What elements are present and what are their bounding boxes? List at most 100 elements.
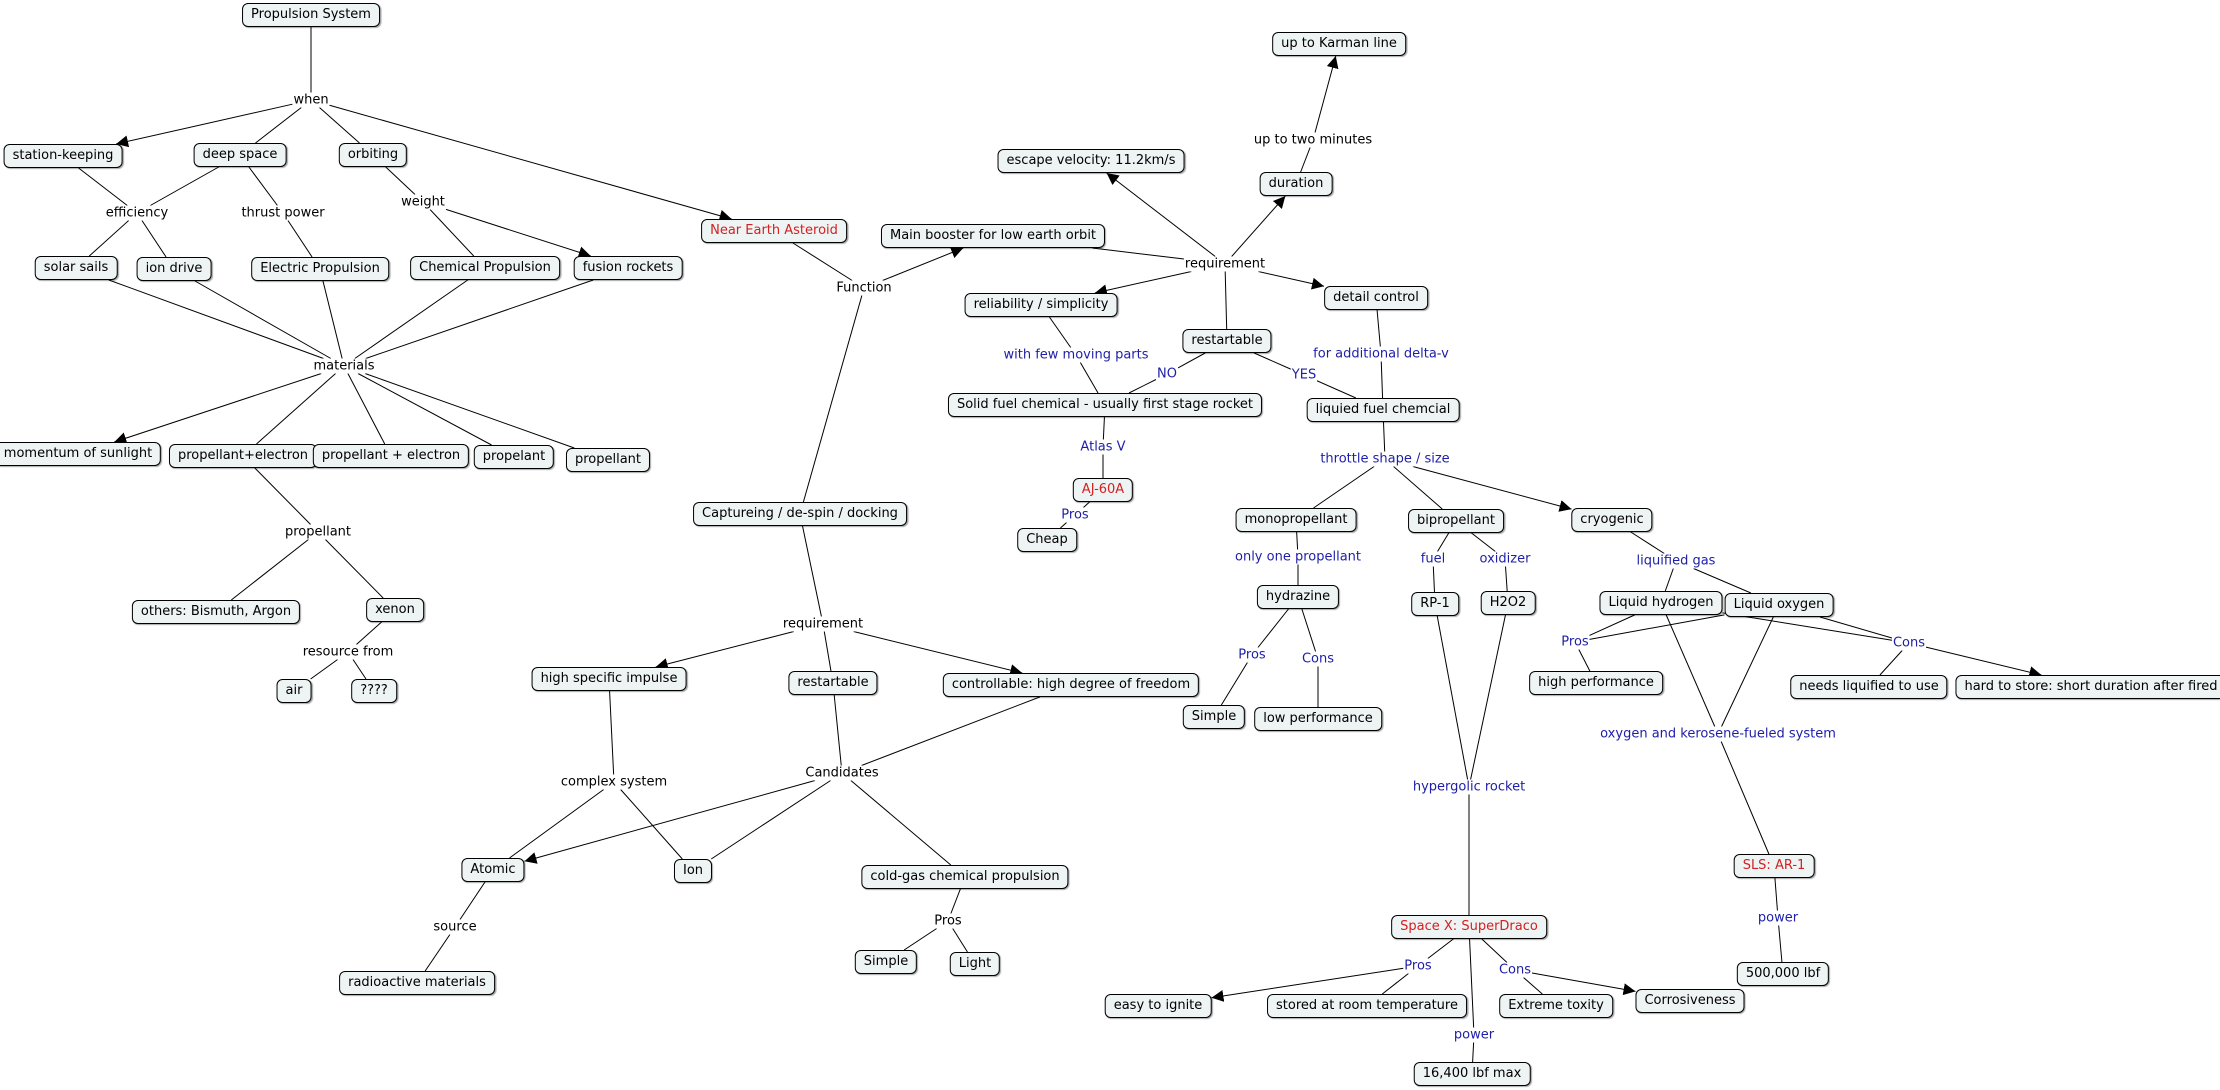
concept-stored-room-temp[interactable]: stored at room temperature — [1267, 994, 1467, 1018]
concept-needs-liquified[interactable]: needs liquified to use — [1790, 675, 1948, 699]
linking-phrase-pros-draco: Pros — [1403, 958, 1433, 974]
concept-momentum-of-sunlight[interactable]: momentum of sunlight — [0, 442, 162, 466]
connector-propellant-electron-1-to-propellant-link — [254, 467, 311, 525]
connector-liquid-hydrogen-to-cons-cryo — [1722, 612, 1893, 641]
connector-solid-fuel-to-atlas-v — [1102, 416, 1105, 440]
concept-cold-gas[interactable]: cold-gas chemical propulsion — [861, 865, 1069, 889]
connector-requirement-low-to-high-specific-impulse — [655, 631, 794, 670]
concept-aj60a[interactable]: AJ-60A — [1072, 478, 1134, 502]
connector-materials-to-propellant-electron-2 — [347, 373, 386, 445]
connector-efficiency-to-ion-drive — [141, 220, 167, 258]
concept-superdraco[interactable]: Space X: SuperDraco — [1391, 915, 1547, 939]
concept-orbiting[interactable]: orbiting — [338, 143, 408, 167]
concept-solar-sails[interactable]: solar sails — [34, 256, 118, 280]
concept-duration[interactable]: duration — [1259, 172, 1333, 196]
connector-aj60a-to-pros-aj — [1083, 501, 1090, 508]
linking-phrase-with-few-moving-parts: with few moving parts — [1002, 347, 1150, 363]
linking-phrase-weight: weight — [400, 194, 446, 210]
concept-others-bismuth[interactable]: others: Bismuth, Argon — [131, 600, 301, 624]
concept-electric-propulsion[interactable]: Electric Propulsion — [251, 257, 389, 281]
connector-complex-system-to-ion — [620, 789, 683, 860]
concept-escape-velocity[interactable]: escape velocity: 11.2km/s — [997, 149, 1185, 173]
concept-propulsion-system[interactable]: Propulsion System — [242, 3, 380, 27]
concept-low-performance[interactable]: low performance — [1254, 707, 1382, 731]
connector-candidates-to-ion — [710, 780, 831, 860]
linking-phrase-source: source — [432, 919, 478, 935]
concept-lbf-500k[interactable]: 500,000 lbf — [1736, 962, 1830, 986]
connector-liquified-gas-to-liquid-hydrogen — [1664, 568, 1674, 592]
concept-propellant-electron-2[interactable]: propellant + electron — [312, 444, 470, 468]
concept-propelant[interactable]: propelant — [473, 445, 555, 469]
connector-bipropellant-to-fuel — [1437, 532, 1450, 552]
concept-hydrazine[interactable]: hydrazine — [1256, 585, 1340, 609]
concept-liquid-fuel[interactable]: liquied fuel chemcial — [1306, 398, 1460, 422]
concept-near-earth-asteroid[interactable]: Near Earth Asteroid — [701, 219, 847, 243]
concept-h2o2[interactable]: H2O2 — [1480, 591, 1536, 615]
concept-cheap[interactable]: Cheap — [1017, 528, 1077, 552]
concept-corrosiveness[interactable]: Corrosiveness — [1635, 989, 1745, 1013]
connector-chemical-propulsion-to-materials — [354, 279, 469, 359]
concept-solid-fuel[interactable]: Solid fuel chemical - usually first stag… — [947, 393, 1263, 417]
connector-pros-cryo-to-high-performance — [1578, 649, 1591, 672]
concept-fusion-rockets[interactable]: fusion rockets — [573, 256, 683, 280]
concept-liquid-oxygen[interactable]: Liquid oxygen — [1724, 593, 1834, 617]
connector-liquid-oxygen-to-pros-cryo — [1589, 614, 1725, 640]
connector-oxidizer-to-h2o2 — [1505, 566, 1508, 592]
connector-throttle-to-bipropellant — [1393, 466, 1443, 510]
linking-phrase-function: Function — [835, 280, 893, 296]
concept-bipropellant[interactable]: bipropellant — [1408, 509, 1504, 533]
connector-controllable-to-candidates — [861, 696, 1040, 766]
concept-simple-cold[interactable]: Simple — [854, 950, 918, 974]
linking-phrase-cons-draco: Cons — [1497, 962, 1533, 978]
concept-sls-ar1[interactable]: SLS: AR-1 — [1733, 854, 1815, 878]
concept-propellant-electron-1[interactable]: propellant+electron — [168, 444, 318, 468]
connector-h2o2-to-hypergolic — [1470, 614, 1506, 780]
concept-propellant-box[interactable]: propellant — [565, 448, 651, 472]
concept-radioactive-materials[interactable]: radioactive materials — [339, 971, 495, 995]
concept-liquid-hydrogen[interactable]: Liquid hydrogen — [1599, 591, 1723, 615]
concept-monopropellant[interactable]: monopropellant — [1235, 508, 1357, 532]
connector-requirement-high-to-detail-control — [1258, 271, 1325, 290]
concept-atomic[interactable]: Atomic — [461, 858, 525, 882]
connector-pros-aj-to-cheap — [1060, 522, 1067, 529]
linking-phrase-yes: YES — [1290, 367, 1318, 383]
concept-high-performance[interactable]: high performance — [1529, 671, 1663, 695]
concept-main-booster[interactable]: Main booster for low earth orbit — [880, 224, 1106, 248]
connector-fuel-to-rp1 — [1432, 566, 1435, 593]
connector-liquified-gas-to-liquid-oxygen — [1693, 568, 1752, 594]
concept-simple-hydrazine[interactable]: Simple — [1182, 705, 1246, 729]
concept-easy-to-ignite[interactable]: easy to ignite — [1104, 994, 1212, 1018]
concept-hard-to-store[interactable]: hard to store: short duration after fire… — [1955, 675, 2220, 699]
connector-up-to-two-minutes-to-up-to-karman — [1314, 55, 1339, 133]
concept-reliability[interactable]: reliability / simplicity — [964, 293, 1118, 317]
concept-controllable[interactable]: controllable: high degree of freedom — [942, 673, 1200, 697]
concept-unknown[interactable]: ???? — [351, 679, 397, 703]
connector-materials-to-momentum-of-sunlight — [114, 373, 322, 444]
connector-materials-to-propellant-box — [364, 373, 575, 449]
concept-light[interactable]: Light — [949, 952, 1001, 976]
concept-chemical-propulsion[interactable]: Chemical Propulsion — [410, 256, 560, 280]
concept-capturing[interactable]: Captureing / de-spin / docking — [693, 502, 907, 526]
concept-up-to-karman[interactable]: up to Karman line — [1272, 32, 1406, 56]
concept-cryogenic[interactable]: cryogenic — [1571, 508, 1653, 532]
concept-deep-space[interactable]: deep space — [193, 143, 287, 167]
concept-restartable-high[interactable]: restartable — [1182, 329, 1272, 353]
concept-high-specific-impulse[interactable]: high specific impulse — [531, 667, 687, 691]
concept-air[interactable]: air — [276, 679, 312, 703]
connector-duration-to-up-to-two-minutes — [1300, 147, 1311, 173]
concept-detail-control[interactable]: detail control — [1324, 286, 1428, 310]
connector-cons-cryo-to-hard-to-store — [1925, 646, 2042, 679]
concept-ion[interactable]: Ion — [673, 859, 713, 883]
connector-solar-sails-to-materials — [108, 279, 324, 359]
connector-cons-cryo-to-needs-liquified — [1879, 650, 1903, 676]
concept-restartable-low[interactable]: restartable — [788, 671, 878, 695]
concept-extreme-toxity[interactable]: Extreme toxity — [1499, 994, 1613, 1018]
linking-phrase-no: NO — [1156, 366, 1178, 382]
connector-restartable-low-to-candidates — [833, 694, 842, 766]
concept-ion-drive[interactable]: ion drive — [136, 257, 212, 281]
concept-lbf-16400[interactable]: 16,400 lbf max — [1413, 1062, 1531, 1086]
connector-near-earth-asteroid-to-function — [792, 242, 853, 281]
concept-station-keeping[interactable]: station-keeping — [3, 144, 123, 168]
concept-rp1[interactable]: RP-1 — [1411, 592, 1459, 616]
concept-xenon[interactable]: xenon — [366, 598, 424, 622]
